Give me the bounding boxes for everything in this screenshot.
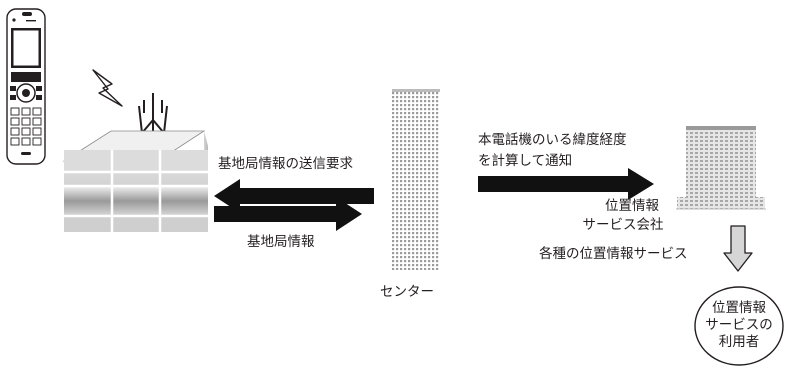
service-down-arrow: [723, 225, 753, 272]
mobile-phone-icon: [6, 8, 46, 165]
calc-label-line1: 本電話機のいる緯度経度: [478, 132, 627, 148]
company-label-line2: サービス会社: [582, 217, 664, 233]
center-tower-icon: [392, 89, 440, 270]
user-circle-icon: [694, 286, 784, 366]
base-info-arrow: [214, 197, 362, 231]
user-label-line2: サービスの: [705, 317, 773, 333]
user-label: 位置情報 サービスの 利用者: [695, 300, 783, 351]
user-label-line3: 利用者: [718, 334, 760, 350]
base-station-building-icon: [62, 130, 208, 232]
user-label-line1: 位置情報: [712, 300, 766, 316]
company-building-icon: [676, 126, 766, 210]
services-label: 各種の位置情報サービス: [539, 246, 688, 262]
request-arrow: [214, 179, 374, 213]
calc-label-line2: を計算して通知: [478, 153, 573, 169]
company-label-line1: 位置情報: [605, 198, 659, 214]
base-info-label: 基地局情報: [247, 234, 315, 250]
center-label: センター: [380, 284, 434, 300]
notify-arrow: [478, 168, 654, 200]
request-label: 基地局情報の送信要求: [218, 156, 353, 172]
lightning-signal-icon: [92, 69, 123, 107]
